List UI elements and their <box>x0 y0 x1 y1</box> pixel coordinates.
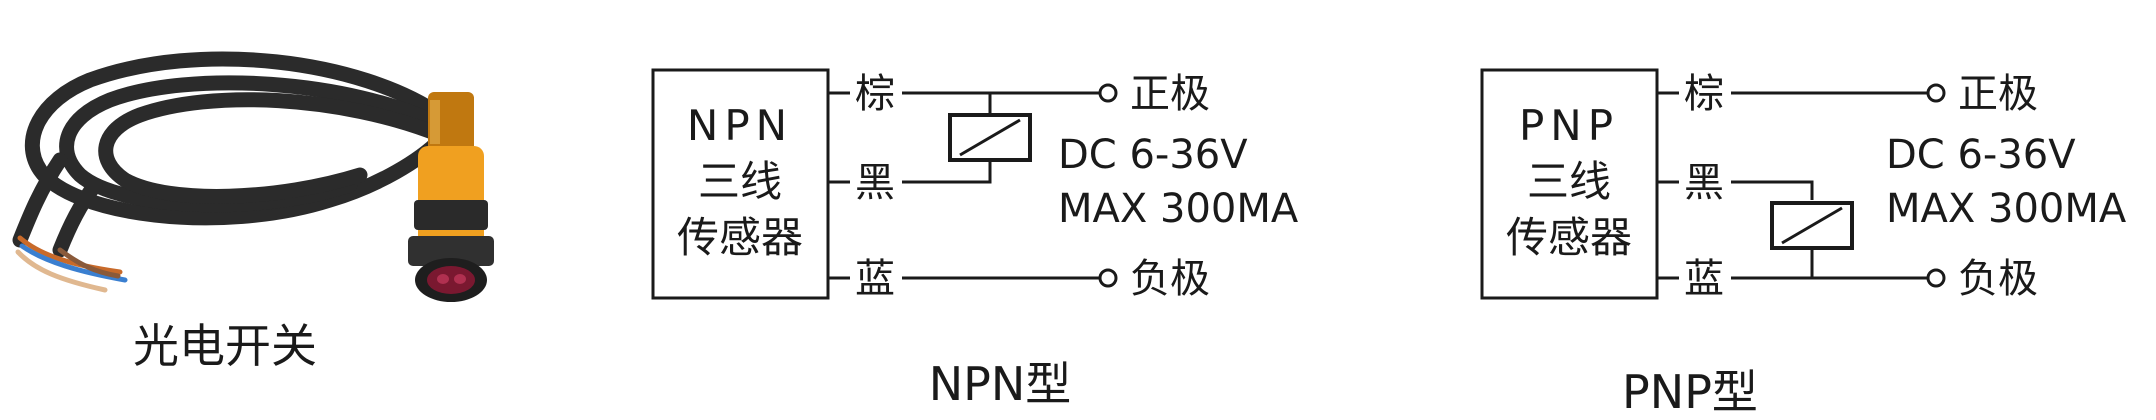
pnp-box-line-3: 传感器 <box>1506 213 1632 262</box>
pnp-wire-blue-label: 蓝 <box>1684 256 1724 302</box>
npn-caption: NPN型 <box>929 357 1072 411</box>
npn-box-line-3: 传感器 <box>677 213 803 262</box>
pnp-negative-terminal-icon <box>1926 268 1946 288</box>
pnp-sensor-box <box>1480 68 1659 300</box>
pnp-negative-label: 负极 <box>1958 256 2038 302</box>
npn-positive-terminal-icon <box>1098 83 1118 103</box>
npn-box-line-1: NPN <box>687 101 793 150</box>
npn-relay-coil-icon <box>948 113 1032 162</box>
npn-wire-black-label: 黑 <box>855 160 895 206</box>
sensor-body-icon <box>408 92 494 302</box>
pnp-box-line-1: PNP <box>1519 101 1619 150</box>
pnp-spec-voltage: DC 6-36V <box>1886 132 2076 178</box>
pnp-wire-brown-label: 棕 <box>1684 71 1724 117</box>
npn-negative-label: 负极 <box>1130 256 1210 302</box>
pnp-relay-coil-slash <box>1781 206 1843 245</box>
pnp-relay-coil-icon <box>1770 201 1854 250</box>
npn-sensor-box <box>651 68 830 300</box>
npn-spec-current: MAX 300MA <box>1058 186 1299 232</box>
photoelectric-switch-photo: 光电开关 <box>12 51 494 373</box>
npn-spec-voltage: DC 6-36V <box>1058 132 1248 178</box>
npn-positive-label: 正极 <box>1130 71 1210 117</box>
pnp-positive-label: 正极 <box>1958 71 2038 117</box>
pnp-box-line-2: 三线 <box>1527 157 1611 206</box>
pnp-caption: PNP型 <box>1622 365 1758 419</box>
npn-wire-black <box>902 160 992 184</box>
photo-caption: 光电开关 <box>133 319 317 373</box>
loose-wires-icon <box>15 235 128 293</box>
npn-wire-blue-label: 蓝 <box>855 256 895 302</box>
pnp-positive-terminal-icon <box>1926 83 1946 103</box>
pnp-wire-black-label: 黑 <box>1684 160 1724 206</box>
pnp-diagram: PNP 三线 传感器 棕 黑 蓝 正极 负极 DC 6-36V MAX 300M… <box>1480 68 2127 419</box>
npn-box-line-2: 三线 <box>698 157 782 206</box>
npn-diagram: NPN 三线 传感器 棕 黑 蓝 正极 负极 DC 6-36V MAX 300M… <box>651 68 1299 411</box>
npn-negative-terminal-icon <box>1098 268 1118 288</box>
npn-wire-brown-label: 棕 <box>855 71 895 117</box>
sensor-cable-icon <box>12 51 448 258</box>
pnp-wire-black <box>1731 180 1814 200</box>
npn-relay-coil-slash <box>959 118 1021 157</box>
pnp-spec-current: MAX 300MA <box>1886 186 2127 232</box>
